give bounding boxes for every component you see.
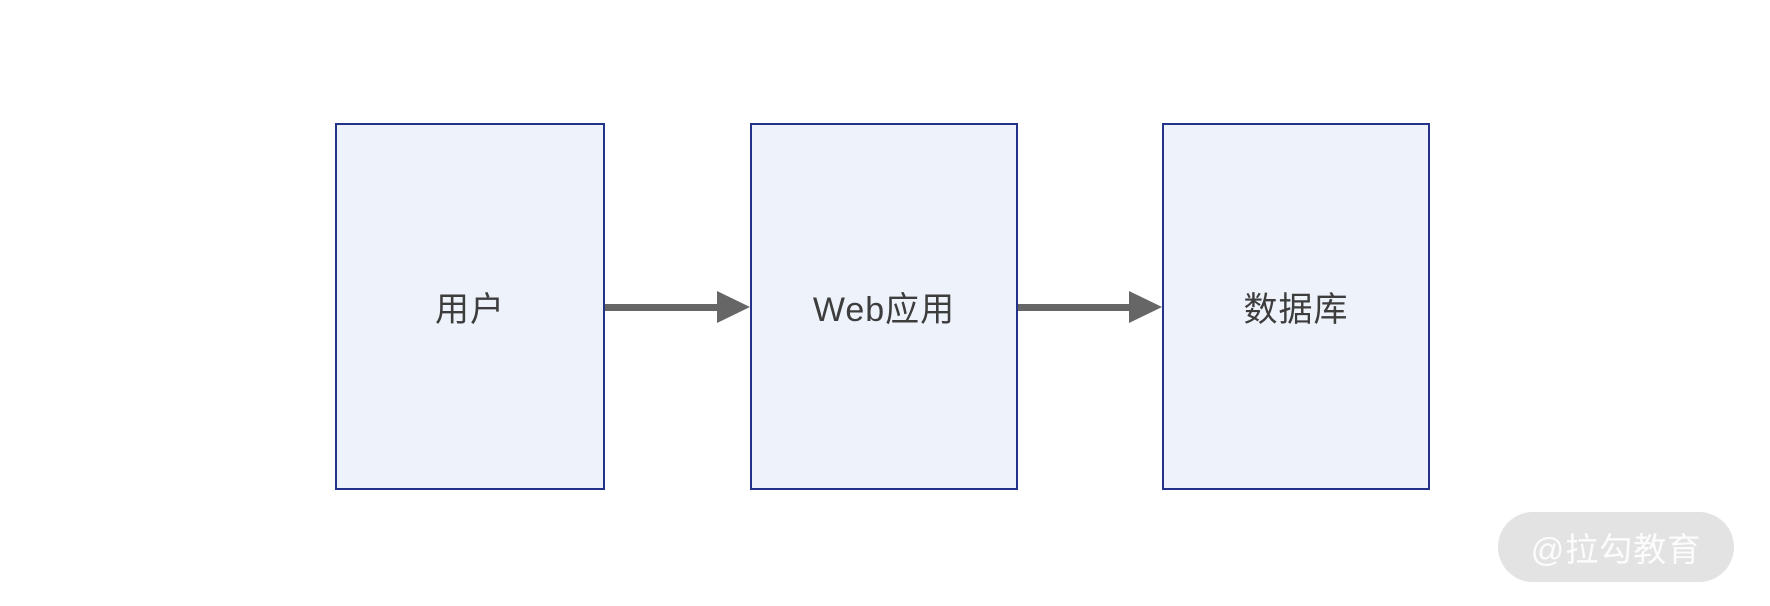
- node-user: 用户: [335, 123, 605, 490]
- watermark-label: @拉勾教育: [1530, 531, 1702, 568]
- node-webapp-label: Web应用: [812, 291, 956, 329]
- node-webapp: Web应用: [750, 123, 1018, 490]
- node-database: 数据库: [1162, 123, 1430, 490]
- arrowhead-right-icon: [717, 291, 750, 323]
- arrow-webapp-to-database-icon: [1018, 291, 1162, 323]
- watermark-badge: @拉勾教育: [1498, 512, 1734, 582]
- arrowhead-right-icon: [1129, 291, 1162, 323]
- node-user-label: 用户: [435, 291, 505, 329]
- arrow-shaft: [605, 303, 717, 311]
- arrow-shaft: [1018, 303, 1129, 311]
- node-database-label: 数据库: [1243, 291, 1349, 329]
- arrow-user-to-webapp-icon: [605, 291, 750, 323]
